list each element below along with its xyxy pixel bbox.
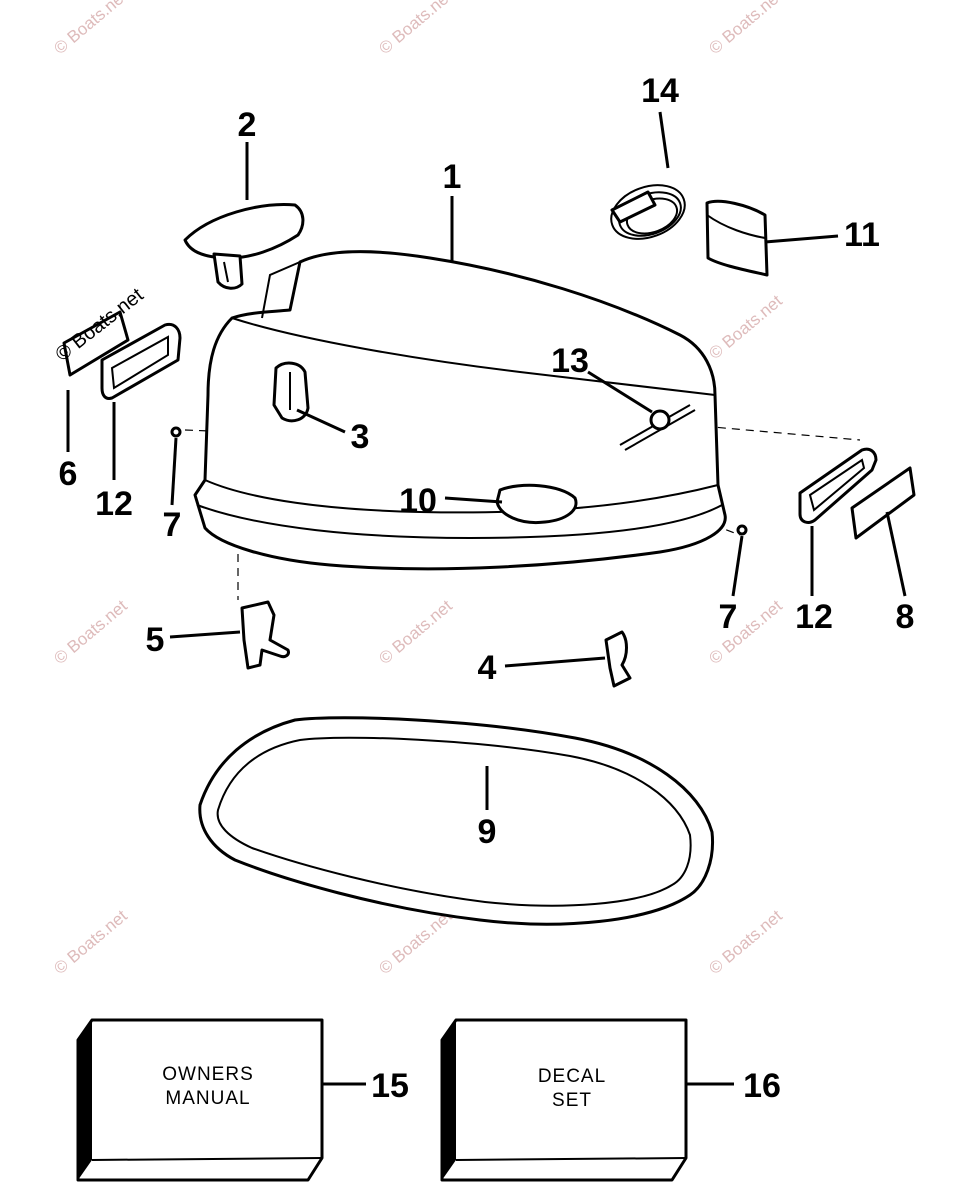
callout-3: 3	[351, 418, 370, 456]
watermark-1: © Boats.net	[50, 0, 131, 58]
decal-set-box: DECAL SET	[440, 1018, 688, 1182]
base-seal	[198, 716, 715, 926]
callout-2: 2	[238, 106, 257, 144]
callout-12-left: 12	[95, 485, 133, 523]
callout-15: 15	[371, 1067, 409, 1105]
owners-manual-box-side	[78, 1020, 92, 1180]
owners-manual-line-2: MANUAL	[165, 1088, 250, 1109]
callout-4: 4	[478, 649, 497, 687]
leader-lines	[66, 111, 907, 1086]
small-label	[62, 310, 130, 377]
screw-right	[736, 524, 748, 536]
watermark-9: © Boats.net	[50, 906, 131, 978]
callout-11: 11	[844, 216, 880, 254]
callout-8: 8	[896, 598, 915, 636]
watermark-11: © Boats.net	[705, 906, 786, 978]
logo-decal	[495, 483, 578, 525]
callout-1: 1	[443, 158, 462, 196]
callout-5: 5	[146, 621, 165, 659]
owners-manual-line-1: OWNERS	[162, 1064, 254, 1085]
small-bag	[705, 199, 769, 277]
watermark-5: © Boats.net	[705, 291, 786, 363]
screw-left	[170, 426, 182, 438]
owners-manual-box: OWNERS MANUAL	[76, 1018, 324, 1182]
decal-set-box-side	[442, 1020, 456, 1180]
watermark-10: © Boats.net	[375, 906, 456, 978]
callout-7-left: 7	[163, 506, 182, 544]
motor-cover	[193, 250, 727, 571]
watermark-8: © Boats.net	[705, 596, 786, 668]
callout-6: 6	[59, 455, 78, 493]
callout-13: 13	[551, 342, 589, 380]
callout-9: 9	[478, 813, 497, 851]
left-bracket	[240, 600, 290, 670]
decal-set-line-1: DECAL	[538, 1066, 606, 1087]
cap	[183, 203, 305, 290]
watermark-6: © Boats.net	[50, 596, 131, 668]
left-gasket	[100, 322, 182, 400]
grommet	[649, 409, 671, 431]
callouts: 1 2 3 4 5 6 7 7 8 9 10 11 12 12 13 14 15…	[59, 72, 915, 1105]
right-gasket	[798, 447, 878, 524]
right-bracket	[604, 630, 632, 688]
callout-7-right: 7	[719, 598, 738, 636]
right-label	[850, 466, 916, 540]
watermark-7: © Boats.net	[375, 596, 456, 668]
callout-14: 14	[641, 72, 679, 110]
watermark-2: © Boats.net	[375, 0, 456, 58]
callout-10: 10	[399, 482, 437, 520]
callout-12-right: 12	[795, 598, 833, 636]
coiled-cord	[610, 184, 686, 240]
watermark-3: © Boats.net	[705, 0, 786, 58]
callout-16: 16	[743, 1067, 781, 1105]
decal-set-line-2: SET	[552, 1090, 592, 1111]
